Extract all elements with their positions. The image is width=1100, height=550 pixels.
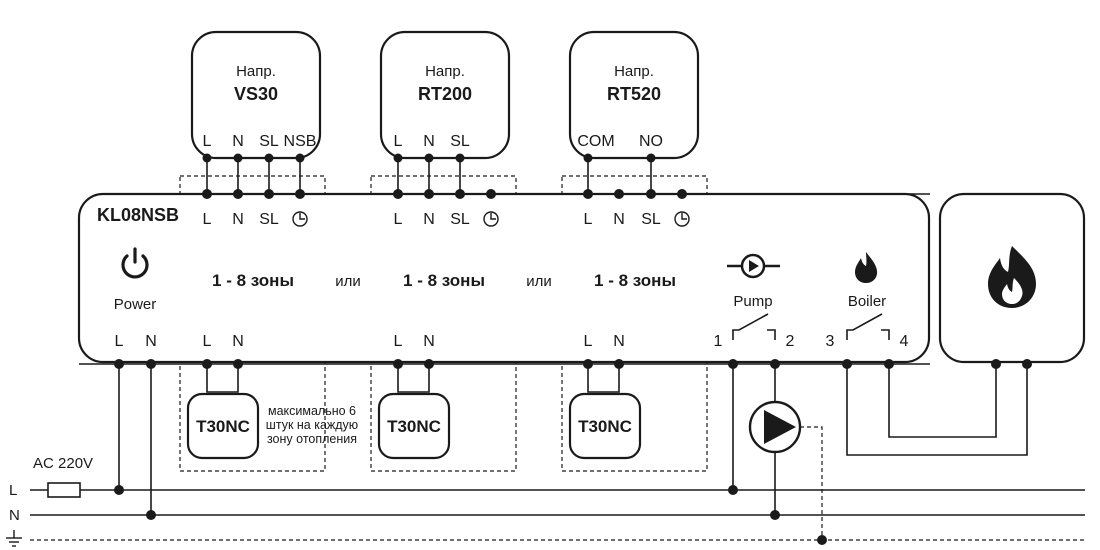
thermostat-wires (206, 158, 930, 195)
flame-icon (855, 252, 878, 283)
zone-terminals-2: L N SL (394, 211, 499, 228)
pump-ground-wire (800, 426, 823, 540)
clock-icon (292, 211, 308, 227)
thermostat-rt200: Напр. RT200 L N SL (379, 30, 511, 160)
pump-icon (727, 253, 780, 279)
thermostat-model: VS30 (234, 84, 278, 104)
terminal-label: N (423, 133, 435, 150)
terminal-label: L (115, 333, 124, 350)
terminal-label: N (232, 333, 244, 350)
terminal-label: SL (450, 133, 470, 150)
zone-label: 1 - 8 зоны (212, 271, 294, 290)
pump-relay (732, 313, 776, 340)
terminal-label: N (423, 211, 435, 228)
terminal-label: N (232, 211, 244, 228)
actuator-model: T30NC (196, 417, 250, 436)
terminal-label: L (203, 211, 212, 228)
relay-number: 4 (900, 333, 909, 350)
actuator-t30nc-3: T30NC (568, 392, 642, 460)
thermostat-junction-dots (202, 153, 687, 199)
supply-label: AC 220V (33, 455, 93, 472)
power-label: Power (114, 296, 157, 313)
controller-model: KL08NSB (97, 205, 179, 225)
terminal-label: N (613, 333, 625, 350)
actuator-model: T30NC (578, 417, 632, 436)
actuator-wires (206, 364, 620, 393)
actuator-note-line: максимально 6 (268, 404, 356, 418)
pump-label: Pump (733, 293, 772, 310)
boiler-relay (846, 313, 890, 340)
relay-number: 1 (714, 333, 723, 350)
supply-line-label: N (9, 507, 20, 524)
thermostat-prefix: Напр. (236, 63, 276, 80)
actuator-note-line: зону отопления (267, 432, 357, 446)
terminal-label: SL (450, 211, 470, 228)
thermostat-rt520: Напр. RT520 COM NO (568, 30, 700, 160)
terminal-label: L (203, 133, 212, 150)
zone-frame (370, 175, 517, 472)
actuator-t30nc-2: T30NC (377, 392, 451, 460)
clock-icon (674, 211, 690, 227)
supply-junction-dots (114, 485, 827, 545)
terminal-label: N (613, 211, 625, 228)
actuator-t30nc-1: T30NC (186, 392, 260, 460)
fuse-icon (47, 482, 81, 498)
zone-terminals-3: L N SL (584, 211, 690, 228)
terminal-label: SL (259, 211, 279, 228)
zone-label: 1 - 8 зоны (403, 271, 485, 290)
thermostat-vs30: Напр. VS30 L N SL NSB (190, 30, 322, 160)
terminal-label: N (145, 333, 157, 350)
zone-frame (179, 175, 326, 472)
terminal-label: L (394, 133, 403, 150)
terminal-label: L (584, 211, 593, 228)
terminal-label: NSB (284, 133, 317, 150)
terminal-label: SL (641, 211, 661, 228)
actuator-note-line: штук на каждую (266, 418, 358, 432)
power-icon (121, 247, 149, 279)
terminal-label: COM (577, 133, 614, 150)
terminal-label: L (394, 211, 403, 228)
boiler-wires (846, 364, 1028, 456)
terminal-label: L (584, 333, 593, 350)
boiler-fire-icon (988, 246, 1036, 308)
terminal-label: NO (639, 133, 663, 150)
terminal-label: L (394, 333, 403, 350)
boiler-label: Boiler (848, 293, 886, 310)
thermostat-prefix: Напр. (614, 63, 654, 80)
zone-terminals-1: L N SL (203, 211, 308, 228)
terminal-label: N (423, 333, 435, 350)
zone-label: 1 - 8 зоны (594, 271, 676, 290)
relay-number: 2 (786, 333, 795, 350)
pump-icon (748, 400, 802, 454)
supply-line-label: L (9, 482, 17, 499)
relay-number: 3 (826, 333, 835, 350)
or-label: или (526, 273, 552, 290)
thermostat-model: RT200 (418, 84, 472, 104)
actuator-model: T30NC (387, 417, 441, 436)
thermostat-prefix: Напр. (425, 63, 465, 80)
or-label: или (335, 273, 361, 290)
zone-frame (561, 175, 708, 472)
terminal-label: SL (259, 133, 279, 150)
ground-icon (6, 530, 22, 547)
terminal-label: L (203, 333, 212, 350)
terminal-label: N (232, 133, 244, 150)
clock-icon (483, 211, 499, 227)
thermostat-model: RT520 (607, 84, 661, 104)
